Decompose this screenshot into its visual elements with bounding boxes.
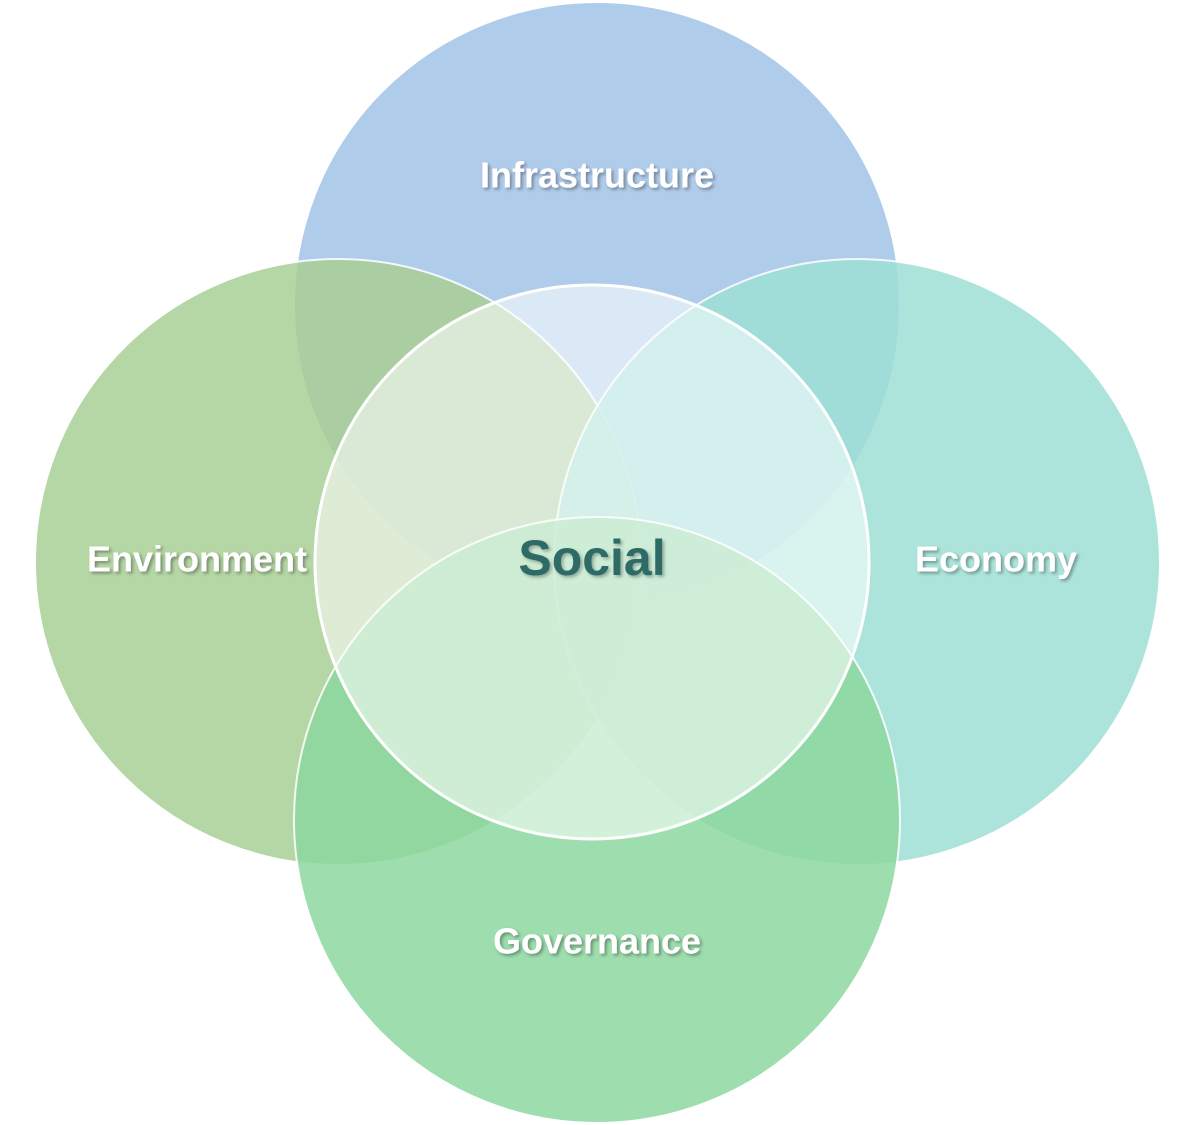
social-circle bbox=[313, 283, 871, 841]
social-label: Social bbox=[518, 530, 665, 586]
environment-label: Environment bbox=[87, 539, 307, 580]
economy-label: Economy bbox=[915, 539, 1077, 580]
infrastructure-label: Infrastructure bbox=[480, 155, 714, 196]
governance-label: Governance bbox=[493, 921, 701, 962]
